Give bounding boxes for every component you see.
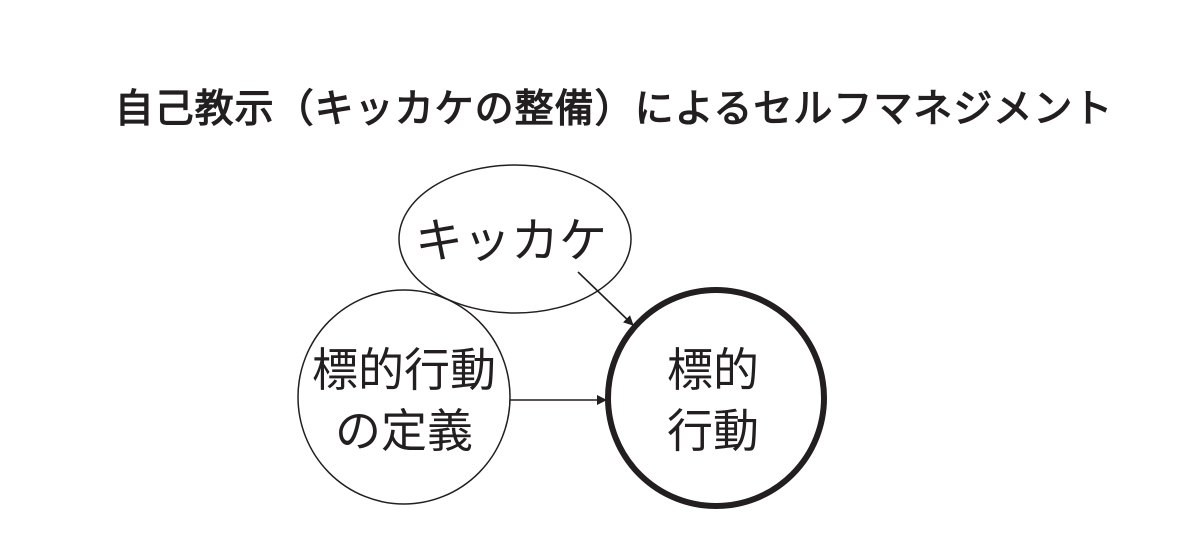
node-trigger: キッカケ [398, 164, 632, 314]
edge-trigger-to-target [577, 271, 634, 326]
node-target: 標的 行動 [605, 287, 827, 509]
node-definition-line1: 標的行動 [312, 343, 496, 397]
node-trigger-label: キッカケ [415, 213, 607, 269]
node-definition-line2: の定義 [335, 404, 473, 458]
node-target-outline [605, 287, 827, 509]
node-definition-outline [297, 289, 511, 505]
node-target-line2: 行動 [667, 404, 759, 458]
node-definition: 標的行動 の定義 [297, 289, 511, 505]
node-trigger-outline [398, 164, 632, 314]
node-target-line1: 標的 [667, 343, 759, 397]
diagram-title: 自己教示（キッカケの整備）によるセルフマネジメント [114, 87, 1114, 132]
